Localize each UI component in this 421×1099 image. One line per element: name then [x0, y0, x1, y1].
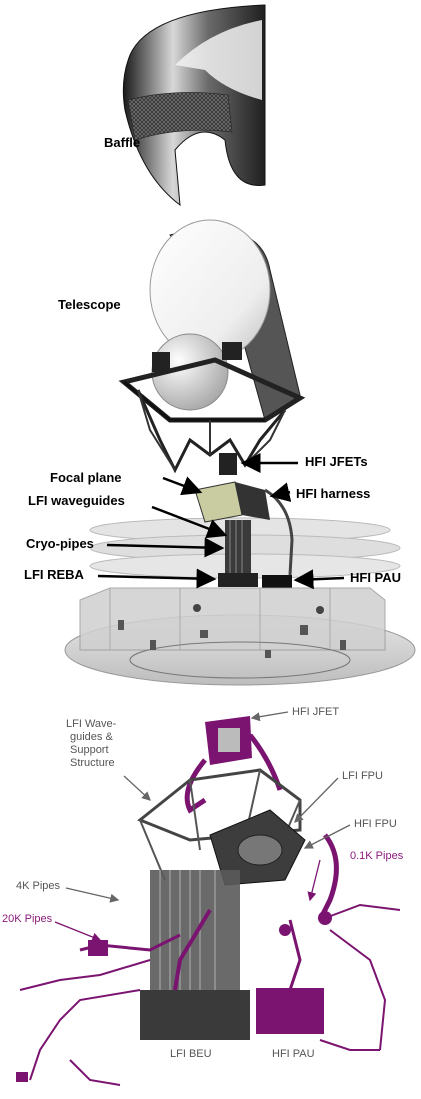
pipes-01k-label: 0.1K Pipes: [350, 850, 404, 862]
bottom-arrows: [54, 711, 351, 942]
hfi-jfet-label: HFI JFET: [292, 706, 340, 718]
lfi-waveguides-label-1: LFI Wave-: [66, 718, 117, 730]
lfi-waveguides-label-3: Support: [70, 744, 109, 756]
hfi-fpu-label: HFI FPU: [354, 818, 397, 830]
focal-plane-assembly: [89, 453, 401, 588]
focal-plane-label: Focal plane: [50, 470, 122, 485]
hfi-pau-label: HFI PAU: [350, 570, 402, 585]
hfi-harness-label: HFI harness: [296, 486, 371, 501]
baffle-illustration: [122, 4, 266, 207]
lfi-beu-label: LFI BEU: [170, 1048, 212, 1060]
pipes-20k-label: 20K Pipes: [2, 913, 53, 925]
hfi-pau-bottom-label: HFI PAU: [272, 1048, 315, 1060]
cryo-pipes-label: Cryo-pipes: [26, 536, 94, 551]
lfi-waveguides-label-4: Structure: [70, 757, 115, 769]
lfi-waveguides-label-2: guides &: [70, 731, 113, 743]
payload-detail: [16, 716, 401, 1086]
hfi-jfets-label: HFI JFETs: [305, 454, 368, 469]
pipes-4k-label: 4K Pipes: [16, 880, 61, 892]
top-arrows: [97, 453, 345, 590]
lfi-fpu-label: LFI FPU: [342, 770, 383, 782]
lfi-waveguides-label: LFI waveguides: [28, 493, 125, 508]
service-module: [64, 587, 416, 686]
telescope-label: Telescope: [58, 297, 121, 312]
telescope-illustration: [118, 219, 306, 474]
baffle-label: Baffle: [104, 135, 141, 150]
lfi-reba-label: LFI REBA: [24, 567, 84, 582]
